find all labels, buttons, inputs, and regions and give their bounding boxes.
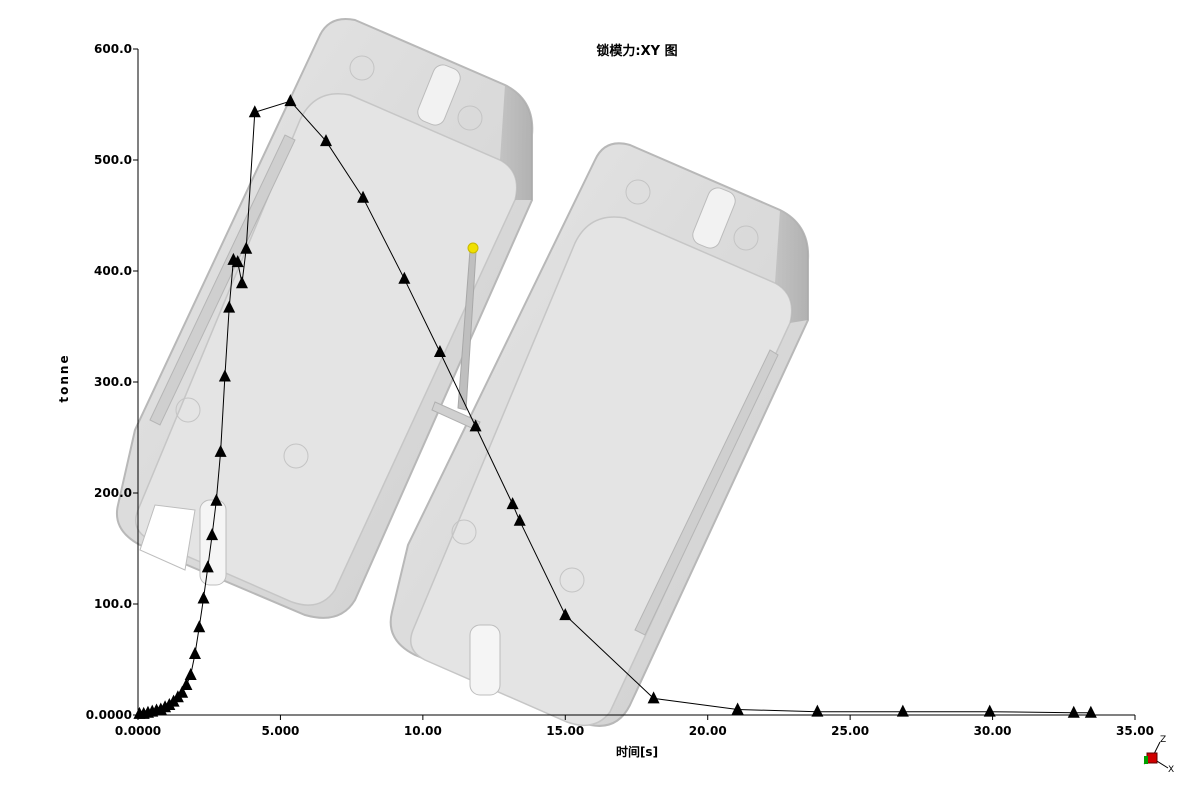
molded-part-left (116, 18, 534, 619)
x-tick-label: 10.00 (404, 724, 442, 738)
data-point-marker (240, 241, 253, 254)
x-tick-label: 15.00 (546, 724, 584, 738)
data-point-marker (983, 704, 996, 717)
data-point-marker (235, 276, 248, 289)
data-point-marker (811, 704, 824, 717)
x-tick-label: 0.0000 (115, 724, 161, 738)
x-axis-title: 时间[s] (616, 744, 658, 759)
data-point-marker (320, 134, 333, 147)
data-point-marker (357, 190, 370, 203)
data-point-marker (188, 646, 201, 659)
x-tick-label: 35.00 (1116, 724, 1154, 738)
data-point-marker (398, 271, 411, 284)
injection-point-icon[interactable] (467, 242, 479, 254)
data-point-marker (731, 702, 744, 715)
data-point-marker (180, 678, 193, 691)
y-axis-title: tonne (57, 353, 71, 402)
x-tick-label: 20.00 (689, 724, 727, 738)
data-point-marker (248, 105, 261, 118)
data-point-marker (206, 528, 219, 541)
runner-system (431, 242, 481, 431)
y-tick-label: 600.0 (94, 42, 132, 56)
data-point-marker (896, 704, 909, 717)
triad-x-label: X (1168, 765, 1174, 775)
data-point-marker (513, 513, 526, 526)
data-point-marker (231, 255, 244, 268)
series-markers (133, 94, 1097, 719)
y-tick-label: 400.0 (94, 264, 132, 278)
x-axis-ticks: 0.0000 5.000 10.00 15.00 20.00 25.00 30.00 35.0… (115, 715, 1154, 738)
data-point-marker (201, 560, 214, 573)
data-point-marker (218, 369, 231, 382)
data-point-marker (223, 300, 236, 313)
x-tick-label: 25.00 (831, 724, 869, 738)
data-point-marker (193, 620, 206, 633)
chart-axes (137, 49, 1135, 716)
y-tick-label: 300.0 (94, 375, 132, 389)
data-point-marker (197, 591, 210, 604)
y-tick-label: 0.0000 (86, 708, 132, 722)
y-tick-label: 200.0 (94, 486, 132, 500)
data-point-marker (1067, 705, 1080, 718)
series-line (139, 100, 1091, 715)
data-point-marker (284, 94, 297, 107)
data-point-marker (647, 691, 660, 704)
y-axis-ticks: 0.0000 100.0 200.0 300.0 400.0 500.0 600.0 (86, 42, 138, 722)
data-point-marker (506, 497, 519, 510)
data-point-marker (559, 608, 572, 621)
x-tick-label: 30.00 (974, 724, 1012, 738)
data-point-marker (214, 444, 227, 457)
y-tick-label: 100.0 (94, 597, 132, 611)
orientation-triad-icon: Z X (1143, 735, 1174, 775)
molded-part-right (389, 142, 810, 727)
chart-title: 锁模力:XY 图 (596, 43, 677, 59)
data-point-marker (433, 345, 446, 358)
data-point-marker (1084, 705, 1097, 718)
x-tick-label: 5.000 (261, 724, 299, 738)
data-point-marker (176, 685, 189, 698)
y-tick-label: 500.0 (94, 153, 132, 167)
data-point-marker (184, 668, 197, 681)
data-point-marker (469, 419, 482, 432)
data-point-marker (210, 493, 223, 506)
triad-z-label: Z (1160, 735, 1166, 745)
